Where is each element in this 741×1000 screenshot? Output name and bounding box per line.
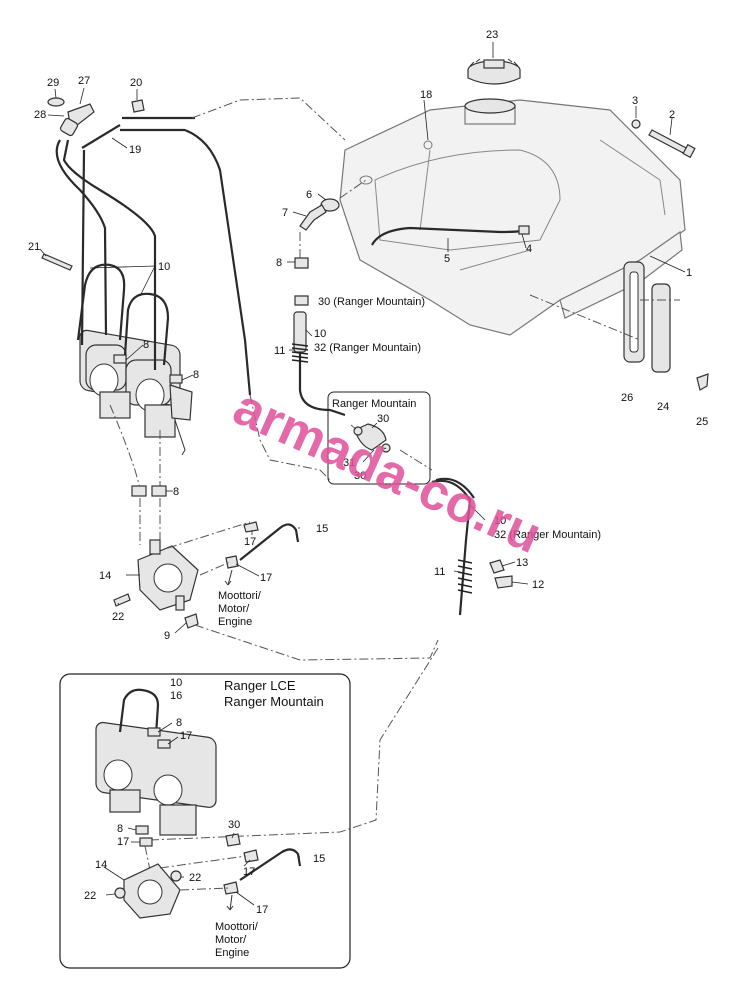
callout-22c: 22: [189, 872, 201, 884]
callout-1: 1: [686, 267, 692, 279]
ranger-lce-box: [59, 673, 351, 969]
engine-label-2a: Moottori/: [215, 921, 259, 933]
carburetor-assembly: [79, 329, 193, 456]
hose-spring: [291, 343, 309, 363]
callout-19: 19: [129, 144, 141, 156]
washer: [631, 119, 641, 129]
callout-10a: 10: [158, 261, 170, 273]
box-title-1: Ranger LCE: [224, 678, 296, 693]
callout-14b: 14: [95, 859, 107, 871]
callout-17c: 17: [180, 730, 192, 742]
stud-bolt: [41, 253, 73, 271]
callout-22a: 22: [112, 611, 124, 623]
callout-12: 12: [532, 579, 544, 591]
callout-25: 25: [696, 416, 708, 428]
callout-9: 9: [164, 630, 170, 642]
callout-23: 23: [486, 29, 498, 41]
callout-30d: 30: [228, 819, 240, 831]
callout-21: 21: [28, 241, 40, 253]
vent-valve: [47, 97, 95, 137]
carburetor-assembly-lower: [95, 688, 217, 836]
callout-4: 4: [526, 243, 532, 255]
callout-7: 7: [282, 207, 288, 219]
callout-13: 13: [516, 557, 528, 569]
box-title-2: Ranger Mountain: [224, 694, 324, 709]
engine-label-1b: Motor/: [218, 603, 250, 615]
callout-8d: 8: [173, 486, 179, 498]
hose-clip: [494, 575, 513, 589]
fuel-filter: [353, 423, 391, 453]
callout-16: 16: [170, 690, 182, 702]
engine-label-2c: Engine: [215, 947, 249, 959]
callout-30b: 30: [354, 470, 366, 482]
callout-31: 31: [343, 457, 355, 469]
label-30-ranger: 30 (Ranger Mountain): [318, 296, 425, 308]
callout-17d: 17: [117, 836, 129, 848]
label-32-ranger-b: 32 (Ranger Mountain): [494, 529, 601, 541]
callout-17b: 17: [260, 572, 272, 584]
callout-17e: 17: [243, 866, 255, 878]
callout-3: 3: [632, 95, 638, 107]
callout-17a: 17: [244, 536, 256, 548]
callout-8b: 8: [143, 339, 149, 351]
fuel-tank: [339, 98, 686, 336]
callout-8c: 8: [193, 369, 199, 381]
fuel-pump: [137, 539, 199, 611]
callout-6: 6: [306, 189, 312, 201]
callout-11b: 11: [434, 566, 445, 578]
callout-8a: 8: [276, 257, 282, 269]
fuel-pump-lower: [123, 863, 181, 919]
callout-18: 18: [420, 89, 432, 101]
callout-30a: 30: [377, 413, 389, 425]
clip: [696, 373, 709, 391]
callout-29: 29: [47, 77, 59, 89]
vent-cap: [131, 99, 145, 113]
callout-24: 24: [657, 401, 669, 413]
tube-fitting: [518, 225, 530, 235]
callout-27: 27: [78, 75, 90, 87]
callout-8e: 8: [176, 717, 182, 729]
engine-label-1a: Moottori/: [218, 590, 262, 602]
callout-8f: 8: [117, 823, 123, 835]
engine-label-2b: Motor/: [215, 934, 247, 946]
engine-label-1c: Engine: [218, 616, 252, 628]
callout-15a: 15: [316, 523, 328, 535]
inset-title: Ranger Mountain: [332, 398, 416, 410]
callout-10b: 10: [314, 328, 326, 340]
hose-spring-2: [457, 559, 473, 594]
callout-28: 28: [34, 109, 46, 121]
callout-10d: 10: [170, 677, 182, 689]
ranger-mountain-inset: [327, 391, 431, 485]
callout-15b: 15: [313, 853, 325, 865]
callout-17f: 17: [256, 904, 268, 916]
callout-22b: 22: [84, 890, 96, 902]
callout-10c: 10: [494, 515, 506, 527]
callout-26: 26: [621, 392, 633, 404]
fuel-cap: [467, 58, 521, 85]
elbow-fitting: [299, 204, 327, 231]
callout-20: 20: [130, 77, 142, 89]
callout-2: 2: [669, 109, 675, 121]
rubber-pad: [651, 283, 671, 373]
label-32-ranger-a: 32 (Ranger Mountain): [314, 342, 421, 354]
callout-5: 5: [444, 253, 450, 265]
callout-14a: 14: [99, 570, 111, 582]
callout-11a: 11: [274, 345, 285, 357]
